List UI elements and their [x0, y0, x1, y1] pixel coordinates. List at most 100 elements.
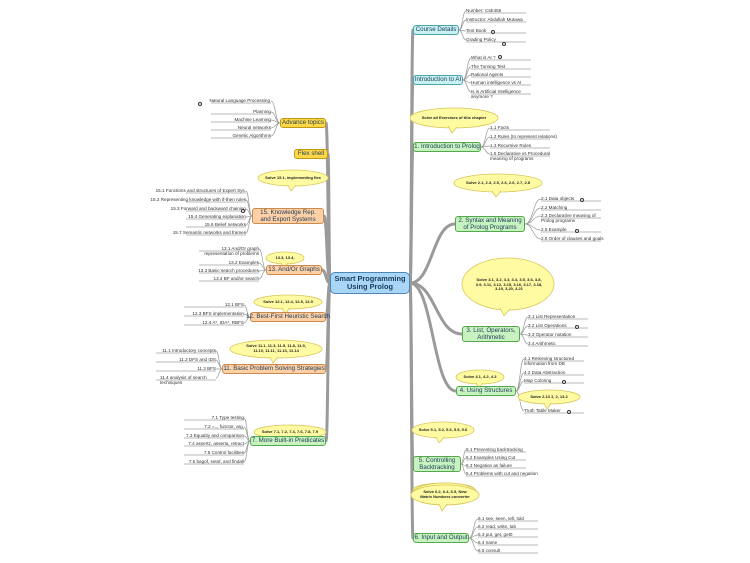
leaf-arithmetic: 3.4 Arithmetic: [528, 341, 556, 346]
leaf-generating-explanation: 15.4 Generating explanation: [188, 214, 246, 219]
leaf-if-then-rules: 15.2 Representing knowledge with if-then…: [150, 197, 246, 202]
callout-bubble: [516, 388, 582, 415]
leaf-basic-search: 13.3 Basic search procedures: [198, 268, 259, 273]
leaf-genetic-algorithms: Genetic Algorithms: [232, 133, 271, 138]
callout-exercises: Solve 2.13 1, 2, 13.2: [530, 393, 568, 399]
branch-list-operators[interactable]: 3. List, Operators, Arithmetic: [462, 326, 520, 342]
leaf-number: Number: CsE455: [466, 8, 502, 13]
callout-bubble: [409, 483, 481, 518]
callout-bubble: [252, 294, 324, 319]
leaf-dfs-ids: 11.2 DFS and IDS: [179, 357, 216, 362]
callout-exercises: Solve 11.1, 11.3, 11.5, 11.8, 11.9, 11.1…: [246, 343, 306, 353]
connector: [519, 333, 529, 345]
branch-using-structures[interactable]: 4. Using Structures: [456, 386, 516, 396]
leaf-preventing-backtracking: 5.1 Preventing backtracking: [466, 447, 523, 452]
leaf-planning: Planning: [253, 109, 271, 114]
leaf-bf-andor: 13.4 BF and/or search: [213, 276, 259, 281]
leaf-examples-cut: 5.2 Examples Using Cut: [466, 455, 516, 460]
leaf-belief-networks: 15.6 Belief networks: [204, 222, 246, 227]
callout-bubble: [452, 172, 544, 203]
branch-advance-topics[interactable]: Advance topics: [280, 118, 326, 128]
callout-exercises: Solve 12.1, 12.4, 12.5, 12.9: [263, 298, 313, 304]
leaf-human-vs-ai: Human intelligence vs AI: [471, 80, 522, 85]
leaf-forward-backward: 15.3 Forward and backward chaining: [170, 206, 246, 211]
leaf-name: 6.4 name: [478, 540, 498, 545]
leaf-nlp: Natural Language Processing: [209, 98, 270, 103]
branch-andor-graphs[interactable]: 13. And/Or Graphs: [266, 265, 322, 275]
leaf-what-is-ai: What is AI ?: [471, 55, 496, 60]
branch-input-output[interactable]: 6. Input and Output: [413, 533, 469, 543]
central-topic[interactable]: Smart Programming Using Prolog: [330, 272, 410, 294]
leaf-data-abstraction: 4.2 Data Abstraction: [524, 370, 566, 375]
leaf-example: 2.5 Example: [541, 227, 567, 232]
callout-bubble: [454, 368, 506, 393]
branch-basic-problem[interactable]: 11. Basic Problem Solving Strategies: [222, 364, 326, 374]
callout-exercises: Solve 15.1, implementing flex: [265, 174, 321, 180]
branch-more-builtin[interactable]: 7. More Built-in Predicates: [250, 436, 326, 446]
leaf-map-coloring: Map Coloring: [524, 378, 552, 383]
leaf-operator-notation: 3.3 Operator notation: [528, 332, 572, 337]
connector: [458, 29, 467, 41]
branch-intro-prolog[interactable]: 1. Introduction to Prolog: [413, 142, 481, 152]
attachment-icon[interactable]: [575, 229, 579, 233]
leaf-see-seen: 6.1 see, seen, tell, told: [478, 516, 524, 521]
branch-introduction-ai[interactable]: Introduction to AI: [413, 75, 463, 85]
leaf-introductory-concepts: 11.1 Introductory concepts: [162, 348, 216, 353]
leaf-bfs-implementation: 12.3 BFS implementation: [192, 311, 244, 316]
leaf-semantic-networks: 15.7 Semantic networks and frames: [172, 230, 246, 235]
connector: [409, 222, 456, 285]
branch-syntax-meaning[interactable]: 2. Syntax and Meaning of Prolog Programs: [455, 216, 525, 232]
connector: [270, 100, 281, 124]
connector: [480, 146, 491, 155]
leaf-type-testing: 7.1 Type testing: [211, 415, 244, 420]
connector: [462, 79, 472, 93]
leaf-problems-cut: 5.4 Problems with cut and negation: [466, 471, 538, 476]
connector: [515, 358, 525, 392]
leaf-bfs-11: 11.3 BFS: [197, 366, 216, 371]
branch-course-details[interactable]: Course Details: [413, 25, 459, 35]
attachment-icon[interactable]: [198, 102, 202, 106]
leaf-list-operations: 3.2 List Operations: [528, 323, 567, 328]
connector: [258, 269, 267, 280]
branch-best-first[interactable]: 12. Best-First Heuristic Search: [246, 312, 330, 322]
leaf-declarative-meaning: 2.3 Declarative meaning of Prolog progra…: [541, 213, 596, 224]
leaf-facts: 1.1 Facts: [490, 125, 509, 130]
connector: [243, 440, 251, 463]
attachment-icon[interactable]: [567, 410, 571, 414]
connector: [524, 223, 542, 240]
branch-flex-shell[interactable]: Flex shell: [294, 149, 328, 159]
attachment-icon[interactable]: [580, 198, 584, 202]
leaf-is-ai-anymore: Is is Artificial Intelligence anymore ?: [471, 89, 521, 100]
branch-controlling-backtracking[interactable]: 5. Controlling Backtracking: [413, 456, 461, 472]
leaf-neural-networks: Neural networks: [237, 125, 271, 130]
leaf-matching: 2.2 Matching: [541, 205, 568, 210]
callout-bubble: [256, 168, 330, 197]
connector: [408, 281, 415, 540]
connector: [215, 368, 223, 379]
leaf-negation-failure: 5.3 Negation as failure: [466, 463, 512, 468]
connector: [409, 281, 463, 336]
callout-exercises: Solve 4.1, 4.2, 4.3: [463, 373, 497, 379]
connector: [245, 215, 253, 234]
attachment-icon[interactable]: [241, 209, 245, 213]
attachment-icon[interactable]: [491, 30, 495, 34]
leaf-consult: 6.5 consult: [478, 548, 501, 553]
attachment-icon[interactable]: [498, 55, 502, 59]
leaf-truth-table: Truth Table Maker: [524, 408, 561, 413]
leaf-put-get: 6.3 put, get, get0: [478, 532, 513, 537]
leaf-data-objects: 2.1 Data objects: [541, 196, 575, 201]
branch-knowledge-rep[interactable]: 15. Knowledge Rep. and Export Systems: [252, 208, 324, 224]
connector: [324, 281, 332, 443]
callout-exercises: Solve 6.2, 6.4, 6.5, New Matrix Numbers …: [420, 489, 470, 499]
leaf-rules: 1.2 Rules (to represent relations): [490, 134, 557, 139]
connector: [270, 122, 281, 137]
attachment-icon[interactable]: [502, 42, 506, 46]
callout-exercises: Solve 3.1, 3.2, 3.3, 3.4, 3.5, 3.6, 3.8,…: [475, 276, 543, 292]
attachment-icon[interactable]: [575, 325, 579, 329]
leaf-text-book: Text Book: [466, 28, 487, 33]
connector: [468, 537, 479, 552]
callout-exercises: Solve 5.1, 5.2, 5.3, 5.5, 5.6: [418, 426, 468, 432]
attachment-icon[interactable]: [562, 380, 566, 384]
